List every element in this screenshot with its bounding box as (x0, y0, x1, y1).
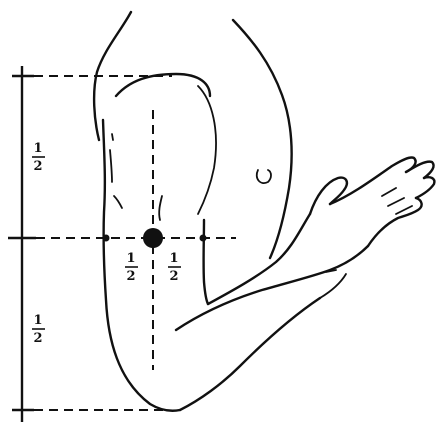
fraction-upper-segment: 1 2 (32, 141, 45, 174)
fraction-left-of-center: 1 2 (125, 251, 138, 284)
little-finger (368, 198, 422, 246)
middle-finger (406, 162, 434, 178)
fraction-numerator: 1 (33, 313, 42, 328)
medial-edge-point (103, 235, 110, 242)
reference-lines (34, 76, 236, 410)
palm-line-2 (388, 198, 404, 206)
muscle-mark-1 (112, 134, 113, 140)
shoulder-cap (116, 74, 210, 96)
deltoid-contour (198, 86, 216, 214)
ring-finger (416, 177, 434, 198)
fraction-lower-segment: 1 2 (32, 313, 45, 346)
palm-line-1 (382, 188, 396, 196)
thumb (310, 178, 347, 214)
muscle-mark-3 (114, 196, 122, 208)
upper-arm-left-edge (103, 120, 180, 411)
index-finger (330, 157, 416, 204)
nipple-mark (257, 170, 271, 183)
arm-outline (94, 12, 368, 411)
fraction-numerator: 1 (169, 251, 178, 266)
wrist-underside (320, 274, 346, 298)
fraction-denominator: 2 (33, 159, 42, 174)
upper-arm-right-edge (204, 220, 208, 304)
fraction-denominator: 2 (33, 331, 42, 346)
measurement-scale (8, 66, 36, 422)
fraction-denominator: 2 (169, 269, 178, 284)
trunk-right-edge (233, 20, 292, 258)
center-point-marker (143, 228, 163, 248)
muscle-mark-2 (110, 150, 112, 182)
fraction-numerator: 1 (126, 251, 135, 266)
lateral-edge-point (200, 235, 207, 242)
muscle-mark-4 (159, 196, 162, 220)
fraction-right-of-center: 1 2 (168, 251, 181, 284)
hand (310, 157, 434, 246)
fraction-denominator: 2 (126, 269, 135, 284)
fraction-numerator: 1 (33, 141, 42, 156)
